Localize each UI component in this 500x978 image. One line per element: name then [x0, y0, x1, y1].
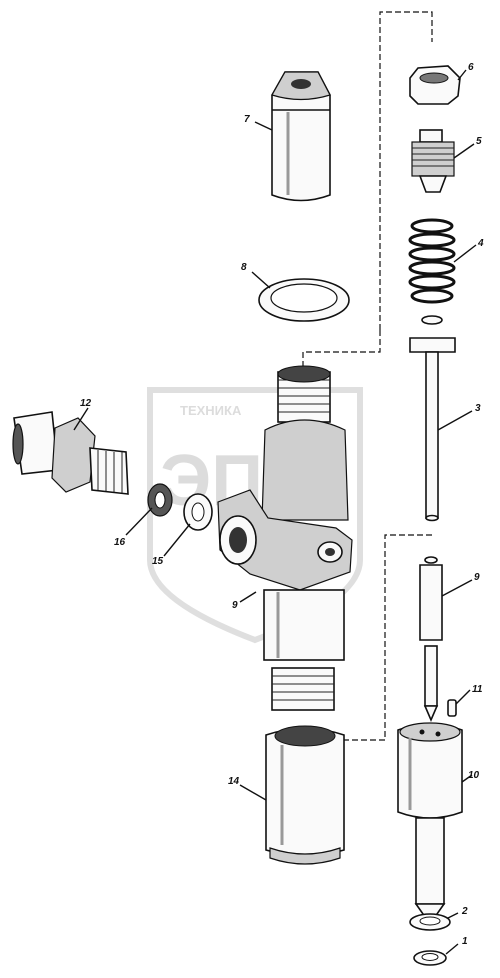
callout-5: 5: [476, 136, 482, 147]
callout-4: 4: [477, 238, 484, 249]
callout-11: 14: [228, 776, 240, 787]
callout-6: 6: [468, 62, 474, 73]
part-16-small-washer: [147, 483, 173, 517]
callout-14: 12: [80, 398, 92, 409]
part-5-spring-plate: [411, 129, 455, 193]
part-6-lock-nut: [409, 65, 461, 105]
part-8-washer: [258, 278, 350, 322]
part-11-nozzle-nut: [265, 725, 345, 865]
part-15-washer: [183, 493, 213, 531]
part-4-spring: [408, 218, 456, 304]
callout-12: 11: [472, 684, 483, 695]
watermark-brand-text: ТЕХНИКА: [180, 403, 242, 418]
callout-8: 8: [241, 262, 247, 273]
part-9-needle: [419, 556, 443, 723]
assembly-lines: [302, 11, 433, 741]
callout-9-needle: 9: [474, 572, 480, 583]
part-3-push-rod: [409, 315, 456, 522]
part-1-washer: [413, 950, 447, 966]
callout-9-body: 9: [232, 600, 238, 611]
callout-7: 7: [244, 114, 250, 125]
part-14-fitting: [12, 411, 129, 495]
callout-1: 1: [462, 936, 468, 947]
part-10-nozzle-body: [397, 722, 463, 926]
callout-16: 16: [114, 537, 126, 548]
callout-3: 3: [475, 403, 481, 414]
callout-15: 15: [152, 556, 164, 567]
part-12-pin: [447, 699, 457, 717]
callout-2: 2: [461, 906, 468, 917]
part-9-nozzle-holder-body: [217, 365, 353, 711]
callout-labels: 6 5 4 3 7 8 12 16 15 9 9 11 10 14 2 1: [80, 62, 484, 947]
leader-lines: [73, 69, 477, 955]
callout-10: 10: [468, 770, 480, 781]
part-2-washer: [409, 913, 451, 931]
part-7-cap-nut: [271, 71, 331, 202]
